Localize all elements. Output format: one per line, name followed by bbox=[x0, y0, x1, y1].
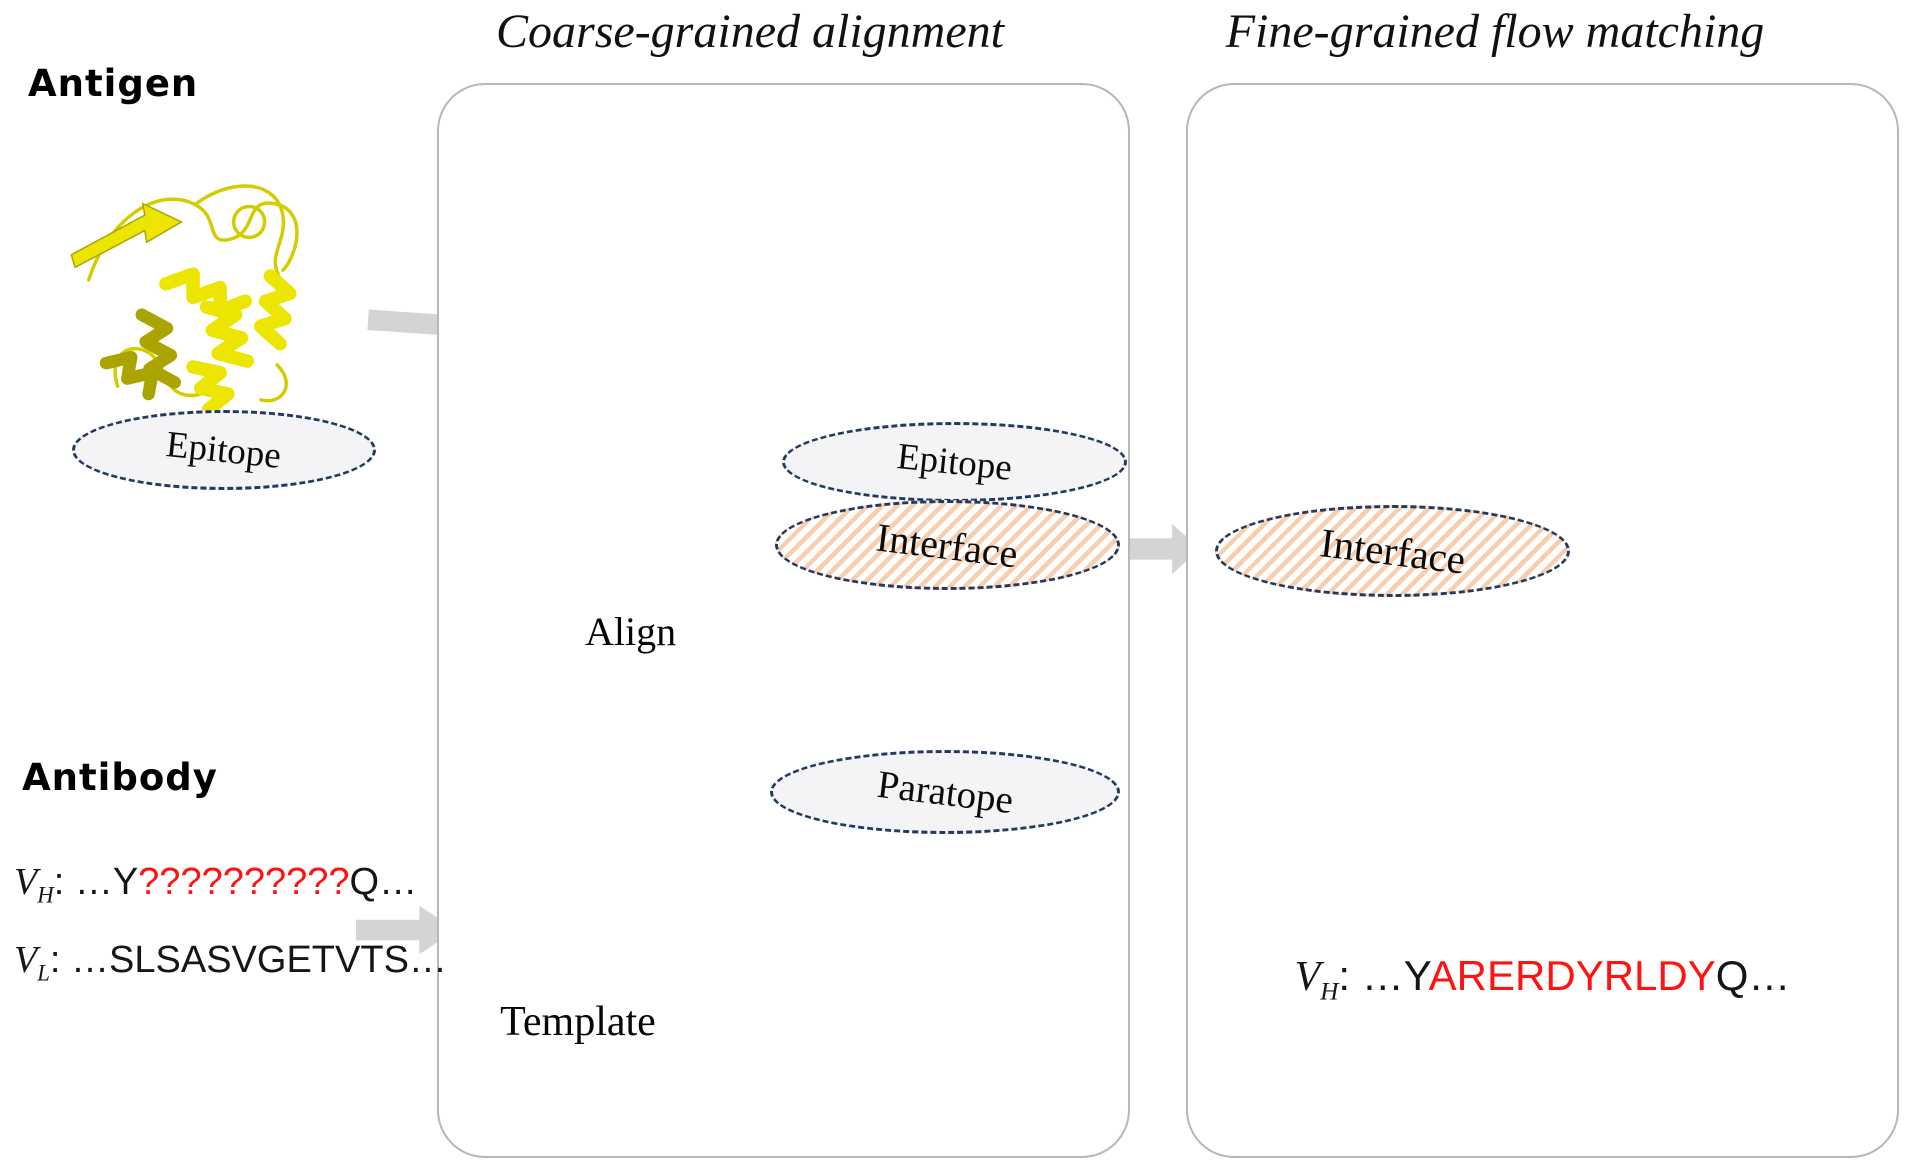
vh-masked-seq-text: …Y??????????Q… bbox=[74, 861, 418, 903]
paratope-ellipse: Paratope bbox=[770, 750, 1120, 834]
align-label: Align bbox=[585, 609, 677, 654]
antigen-structure-left bbox=[71, 186, 297, 410]
fine-panel-title: Fine-grained flow matching bbox=[1225, 5, 1765, 58]
vh-designed-seq-text: …YARERDYRLDYQ… bbox=[1361, 952, 1791, 999]
designed-cdr-text: ARERDYRLDY bbox=[1428, 952, 1716, 999]
coarse-panel bbox=[437, 83, 1130, 1158]
vh-masked-sequence: VH: …Y??????????Q… bbox=[14, 861, 418, 908]
vh-designed-sequence: VH: …YARERDYRLDYQ… bbox=[1294, 952, 1791, 1006]
fine-panel bbox=[1186, 83, 1899, 1158]
epitope-ellipse-left: Epitope bbox=[72, 410, 376, 490]
interface-ellipse-fine: Interface bbox=[1215, 505, 1570, 597]
antigen-label: Antigen bbox=[28, 62, 199, 105]
masked-cdr-placeholder: ?????????? bbox=[138, 861, 350, 903]
vh-designed-chain-name: VH bbox=[1294, 954, 1339, 1006]
interface-label-coarse: Interface bbox=[874, 514, 1021, 576]
antibody-label: Antibody bbox=[22, 756, 218, 799]
coarse-panel-title: Coarse-grained alignment bbox=[496, 5, 1004, 58]
vl-chain-name: VL bbox=[14, 939, 50, 986]
vl-seq-text: …SLSASVGETVTS… bbox=[71, 939, 447, 981]
paratope-label: Paratope bbox=[874, 762, 1016, 822]
epitope-label-left: Epitope bbox=[164, 423, 284, 477]
interface-ellipse-coarse: Interface bbox=[775, 500, 1120, 590]
epitope-label-coarse: Epitope bbox=[895, 435, 1014, 489]
vl-sequence: VL: …SLSASVGETVTS… bbox=[14, 939, 447, 986]
interface-label-fine: Interface bbox=[1317, 519, 1468, 583]
epitope-ellipse-coarse: Epitope bbox=[782, 422, 1127, 502]
vh-chain-name: VH bbox=[14, 861, 54, 908]
template-label: Template bbox=[500, 999, 656, 1045]
